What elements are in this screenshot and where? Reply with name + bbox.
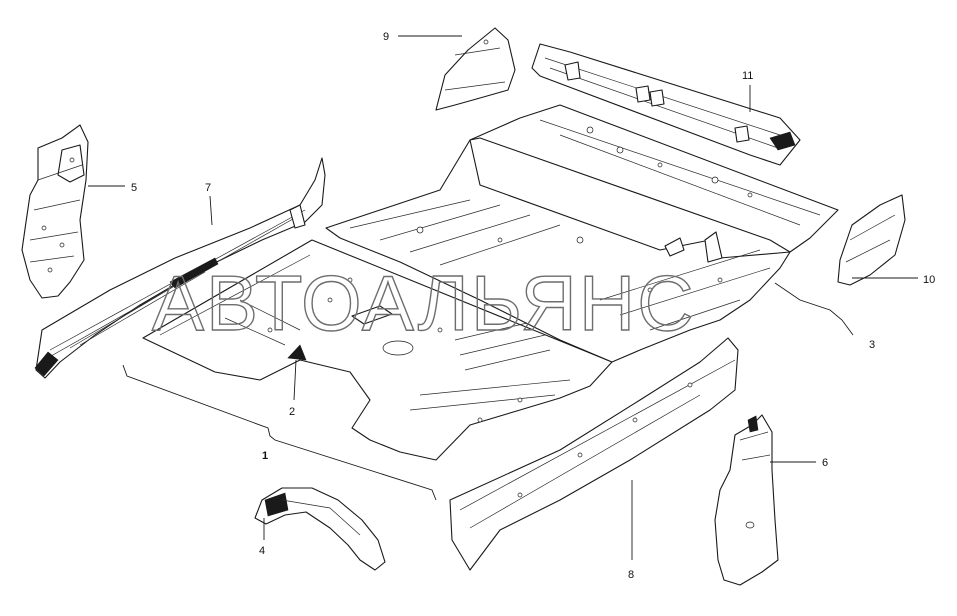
callout-10-label: 10: [923, 274, 935, 286]
part-right-sill[interactable]: [449, 337, 739, 571]
part-rear-side-panel-right[interactable]: [837, 194, 906, 286]
part-left-pillar-reinforcement[interactable]: [21, 124, 89, 299]
part-rear-side-panel-upper[interactable]: [435, 27, 516, 111]
callout-7[interactable]: 7: [205, 182, 213, 226]
watermark-text: АВТОАЛЬЯНС: [152, 259, 696, 347]
callout-9[interactable]: 9: [383, 31, 462, 43]
callout-2[interactable]: 2: [289, 359, 297, 418]
callout-6[interactable]: 6: [770, 457, 828, 469]
callout-7-label: 7: [205, 182, 211, 194]
callout-5[interactable]: 5: [88, 182, 137, 194]
callout-4[interactable]: 4: [259, 518, 265, 557]
callout-10[interactable]: 10: [852, 274, 935, 286]
callout-3[interactable]: 3: [774, 282, 875, 351]
part-right-pillar-reinforcement[interactable]: [714, 414, 779, 586]
callout-4-label: 4: [259, 545, 265, 557]
callout-8[interactable]: 8: [628, 480, 634, 581]
part-rear-cross-member[interactable]: [531, 43, 801, 166]
callout-11-label: 11: [742, 70, 753, 82]
part-wheel-arch[interactable]: [254, 487, 386, 571]
callout-2-label: 2: [289, 406, 295, 418]
callout-6-label: 6: [822, 457, 828, 469]
callout-1[interactable]: 1: [122, 364, 437, 501]
part-rear-floor-pan[interactable]: [325, 104, 839, 363]
callout-8-label: 8: [628, 569, 634, 581]
callout-3-label: 3: [869, 339, 875, 351]
part-left-sill[interactable]: [34, 157, 326, 379]
callout-5-label: 5: [131, 182, 137, 194]
callout-11[interactable]: 11: [742, 70, 753, 112]
part-front-floor-pan[interactable]: [142, 239, 613, 461]
callout-1-label: 1: [262, 450, 268, 462]
callout-9-label: 9: [383, 31, 389, 43]
